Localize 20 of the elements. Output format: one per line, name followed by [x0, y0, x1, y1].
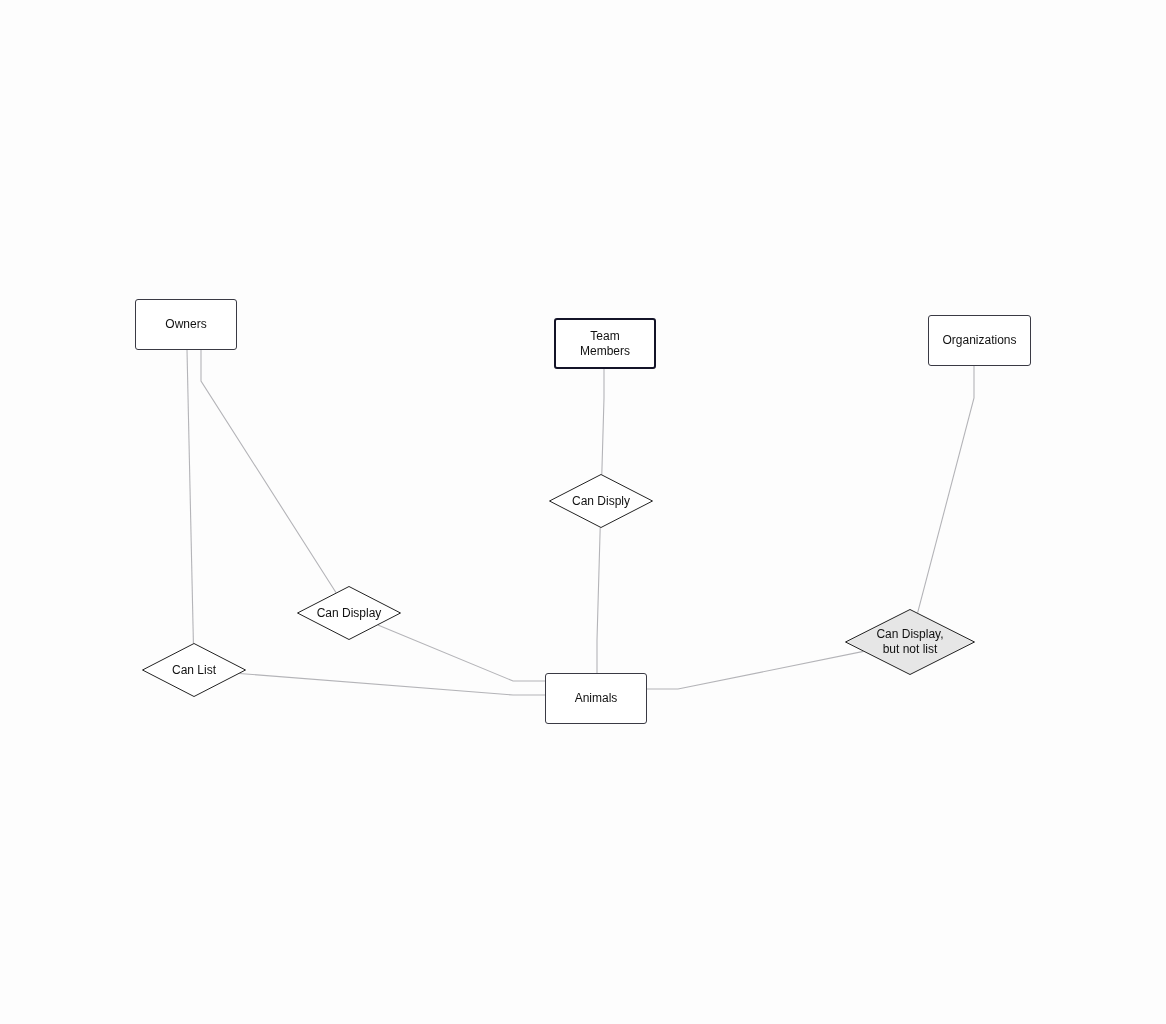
connector-line — [917, 365, 975, 614]
entity-name: Team Members — [579, 328, 631, 359]
connector-line — [596, 527, 601, 674]
entity-name: Organizations — [942, 333, 1017, 348]
entity-name: Owners — [165, 317, 207, 332]
entity-box — [545, 673, 647, 724]
connector-line — [646, 650, 865, 690]
connector-line — [200, 349, 337, 594]
relationship-name: Can Display — [316, 605, 382, 621]
relationship-name: Can List — [172, 662, 216, 678]
relationship-name: Can Display, but not list — [876, 627, 944, 657]
entity-box — [554, 318, 656, 369]
relationship-name: Can Disply — [572, 493, 630, 509]
entity-name: Animals — [574, 691, 618, 706]
connector-line — [238, 672, 546, 696]
connector-line — [377, 624, 546, 682]
entity-box — [928, 315, 1031, 366]
connector-line — [186, 349, 194, 644]
connector-line — [601, 368, 605, 475]
entity-box — [135, 299, 237, 350]
